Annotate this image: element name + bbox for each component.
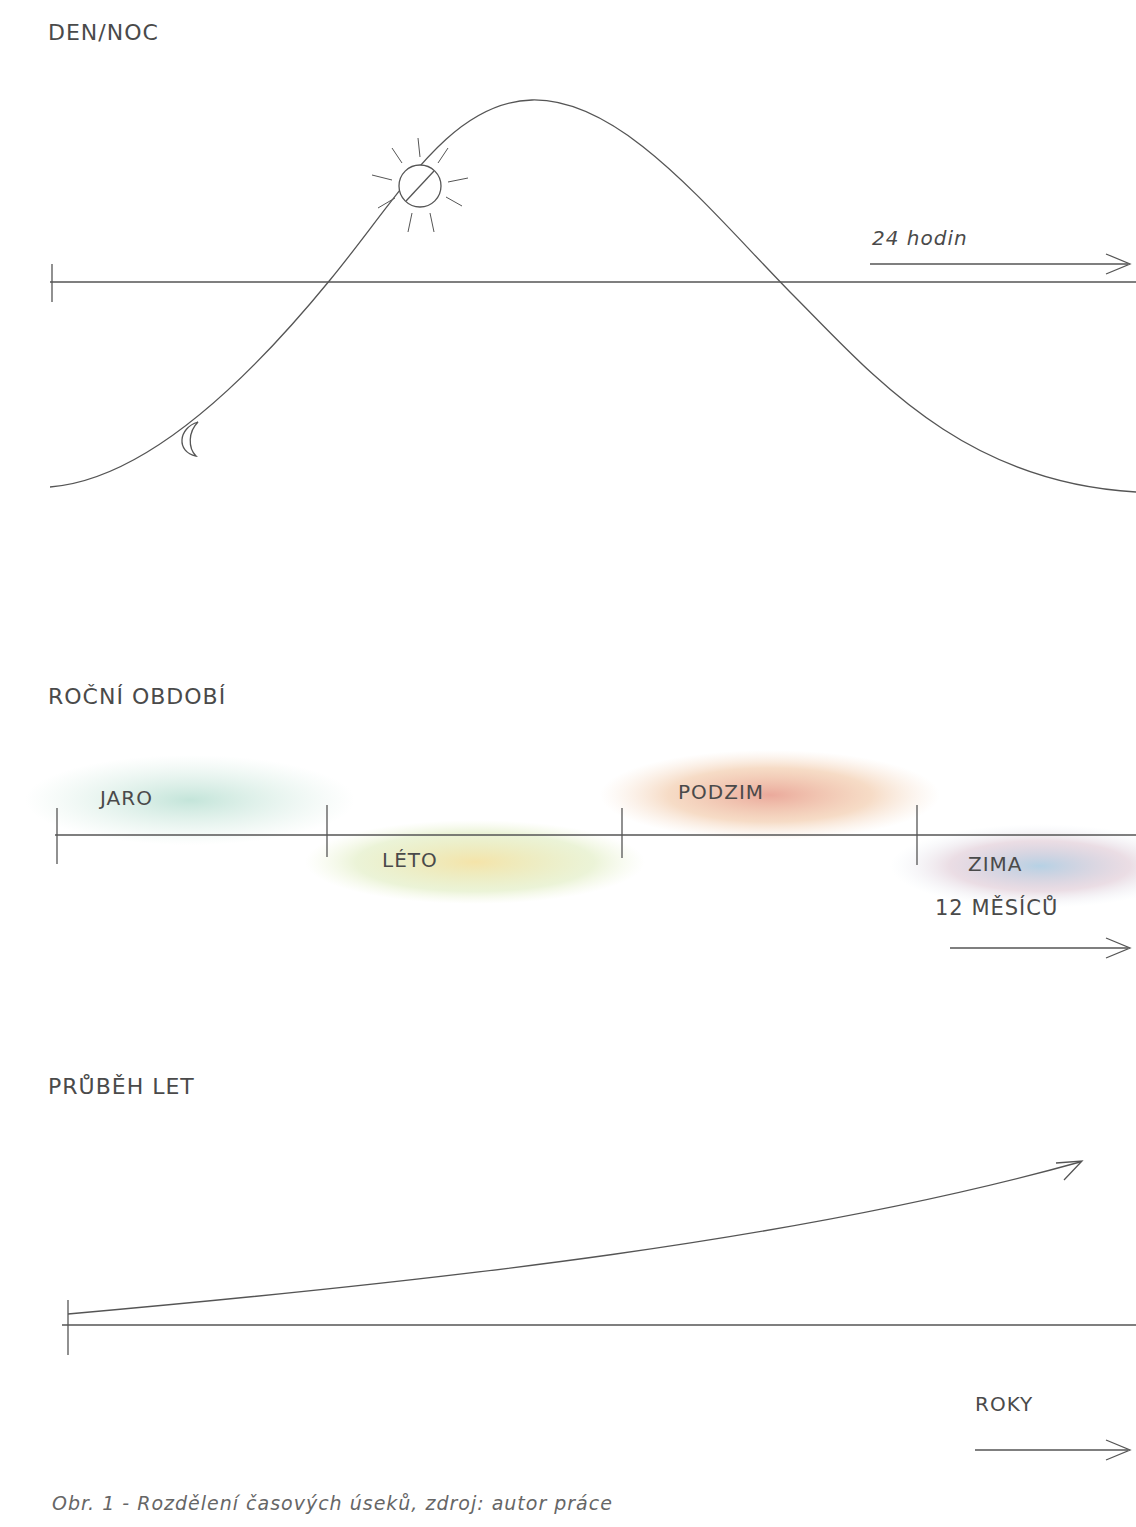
figure-caption: Obr. 1 - Rozdělení časových úseků, zdroj… xyxy=(52,1492,613,1514)
period-label: ROKY xyxy=(975,1392,1033,1416)
period-label: 12 MĚSÍCŮ xyxy=(935,896,1058,920)
section-heading: ROČNÍ OBDOBÍ xyxy=(48,684,226,709)
years-chart xyxy=(62,1161,1136,1460)
section-heading: PRŮBĚH LET xyxy=(48,1074,195,1099)
day-night-chart xyxy=(50,100,1136,492)
season-label: PODZIM xyxy=(678,780,764,804)
season-watercolor xyxy=(25,750,1136,908)
season-label: JARO xyxy=(100,786,153,810)
season-label: ZIMA xyxy=(968,852,1023,876)
section-heading: DEN/NOC xyxy=(48,20,159,45)
season-label: LÉTO xyxy=(382,848,438,872)
period-label: 24 hodin xyxy=(872,226,968,250)
season-axis xyxy=(55,805,1136,958)
